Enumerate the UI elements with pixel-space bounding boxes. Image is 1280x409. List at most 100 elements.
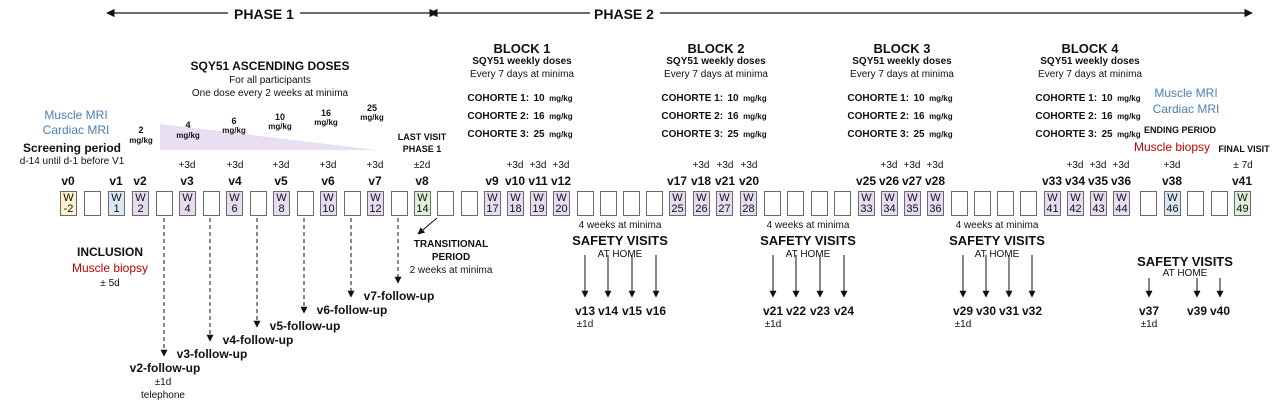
cohorte-row: COHORTE 2: 16 mg/kg <box>1035 107 1140 123</box>
week-number: 1 <box>113 203 120 215</box>
window-plus3d: +3d <box>1112 160 1130 171</box>
visit-label: v33 <box>1041 174 1063 188</box>
week-number: 4 <box>184 203 191 215</box>
week-prefix: W <box>1237 192 1248 204</box>
safety-at-home: AT HOME <box>785 249 831 260</box>
empty-week-box <box>250 191 267 216</box>
cohorte-label: COHORTE 1: <box>847 93 910 104</box>
visit-label: v10 <box>504 174 526 188</box>
window-plus3d: +3d <box>552 160 570 171</box>
cohorte-unit: mg/kg <box>1117 94 1141 103</box>
empty-week-box <box>297 191 314 216</box>
dose-value: 10 <box>274 112 286 122</box>
empty-week-box <box>997 191 1014 216</box>
week-prefix: W <box>533 192 544 204</box>
empty-week-box <box>1140 191 1157 216</box>
cohorte-value: 25 <box>913 129 925 140</box>
dose-value: 2 <box>138 125 144 135</box>
dose-unit: mg/kg <box>129 136 153 145</box>
window-plus3d: +3d <box>506 160 524 171</box>
week-prefix: W <box>1116 192 1127 204</box>
phase1-label: PHASE 1 <box>234 6 294 22</box>
safety-visit-label: v40 <box>1209 304 1231 318</box>
week-prefix: W <box>135 192 146 204</box>
safety-visit-label: v31 <box>998 304 1020 318</box>
visit-label: v26 <box>878 174 900 188</box>
window-plus3d: +3d <box>1066 160 1084 171</box>
dose-value: 4 <box>185 120 191 130</box>
cohorte-value: 10 <box>1101 93 1113 104</box>
cohorte-unit: mg/kg <box>549 130 573 139</box>
transitional-line3: 2 weeks at minima <box>409 265 493 276</box>
cohorte-value: 16 <box>533 111 545 122</box>
block-title: BLOCK 4 <box>1061 41 1119 56</box>
cohorte-row: COHORTE 3: 25 mg/kg <box>467 125 572 141</box>
block-title: BLOCK 1 <box>493 41 551 56</box>
cohorte-label: COHORTE 1: <box>661 93 724 104</box>
block-weekly-doses: SQY51 weekly doses <box>1040 56 1140 67</box>
cohorte-unit: mg/kg <box>743 130 767 139</box>
empty-week-box <box>344 191 361 216</box>
visit-label: v34 <box>1064 174 1086 188</box>
block-every-7-days: Every 7 days at minima <box>850 69 954 80</box>
safety-visit-label: v22 <box>785 304 807 318</box>
week-number: 43 <box>1092 203 1105 215</box>
block-every-7-days: Every 7 days at minima <box>1038 69 1142 80</box>
safety-visit-label: v37 <box>1138 304 1160 318</box>
cohorte-unit: mg/kg <box>929 130 953 139</box>
cohorte-value: 10 <box>727 93 739 104</box>
inclusion-pm: ± 5d <box>100 278 120 289</box>
cohorte-label: COHORTE 2: <box>467 111 530 122</box>
window-plus3d: +3d <box>880 160 898 171</box>
cohorte-label: COHORTE 3: <box>1035 129 1098 140</box>
cohorte-row: COHORTE 1: 10 mg/kg <box>661 89 766 105</box>
cohorte-unit: mg/kg <box>743 112 767 121</box>
visit-label: v35 <box>1087 174 1109 188</box>
cohorte-unit: mg/kg <box>743 94 767 103</box>
week-prefix: W <box>487 192 498 204</box>
block-title: BLOCK 3 <box>873 41 931 56</box>
visit-label: v36 <box>1110 174 1132 188</box>
ascending-doses-line2: One dose every 2 weeks at minima <box>191 88 349 99</box>
cohorte-value: 16 <box>727 111 739 122</box>
safety-four-weeks: 4 weeks at minima <box>766 220 850 231</box>
screening-range: d-14 until d-1 before V1 <box>19 156 125 167</box>
empty-week-box <box>437 191 454 216</box>
safety-visits-title: SAFETY VISITS <box>1137 254 1233 269</box>
week-prefix: W <box>182 192 193 204</box>
cohorte-row: COHORTE 3: 25 mg/kg <box>661 125 766 141</box>
week-number: 27 <box>718 203 731 215</box>
week-number: 33 <box>860 203 873 215</box>
week-number: 12 <box>369 203 382 215</box>
safety-visits-title: SAFETY VISITS <box>949 233 1045 248</box>
visit-label: v25 <box>855 174 877 188</box>
ascending-doses-line1: For all participants <box>229 75 311 86</box>
window-plus3d: +3d <box>740 160 758 171</box>
cohorte-row: COHORTE 1: 10 mg/kg <box>467 89 572 105</box>
dose-unit: mg/kg <box>314 118 338 127</box>
empty-week-box <box>84 191 101 216</box>
followup-v2-pm: ±1d <box>154 377 172 388</box>
week-prefix: W <box>323 192 334 204</box>
cohorte-value: 25 <box>1101 129 1113 140</box>
empty-week-box <box>391 191 408 216</box>
empty-week-box <box>623 191 640 216</box>
ending-biopsy: Muscle biopsy <box>1133 140 1211 154</box>
week-number: 42 <box>1069 203 1082 215</box>
empty-week-box <box>1020 191 1037 216</box>
cohorte-row: COHORTE 3: 25 mg/kg <box>847 125 952 141</box>
window-plus3d: +3d <box>366 160 384 171</box>
week-number: 44 <box>1115 203 1128 215</box>
cohorte-value: 25 <box>727 129 739 140</box>
cohorte-unit: mg/kg <box>929 112 953 121</box>
visit-label: v11 <box>528 174 548 188</box>
